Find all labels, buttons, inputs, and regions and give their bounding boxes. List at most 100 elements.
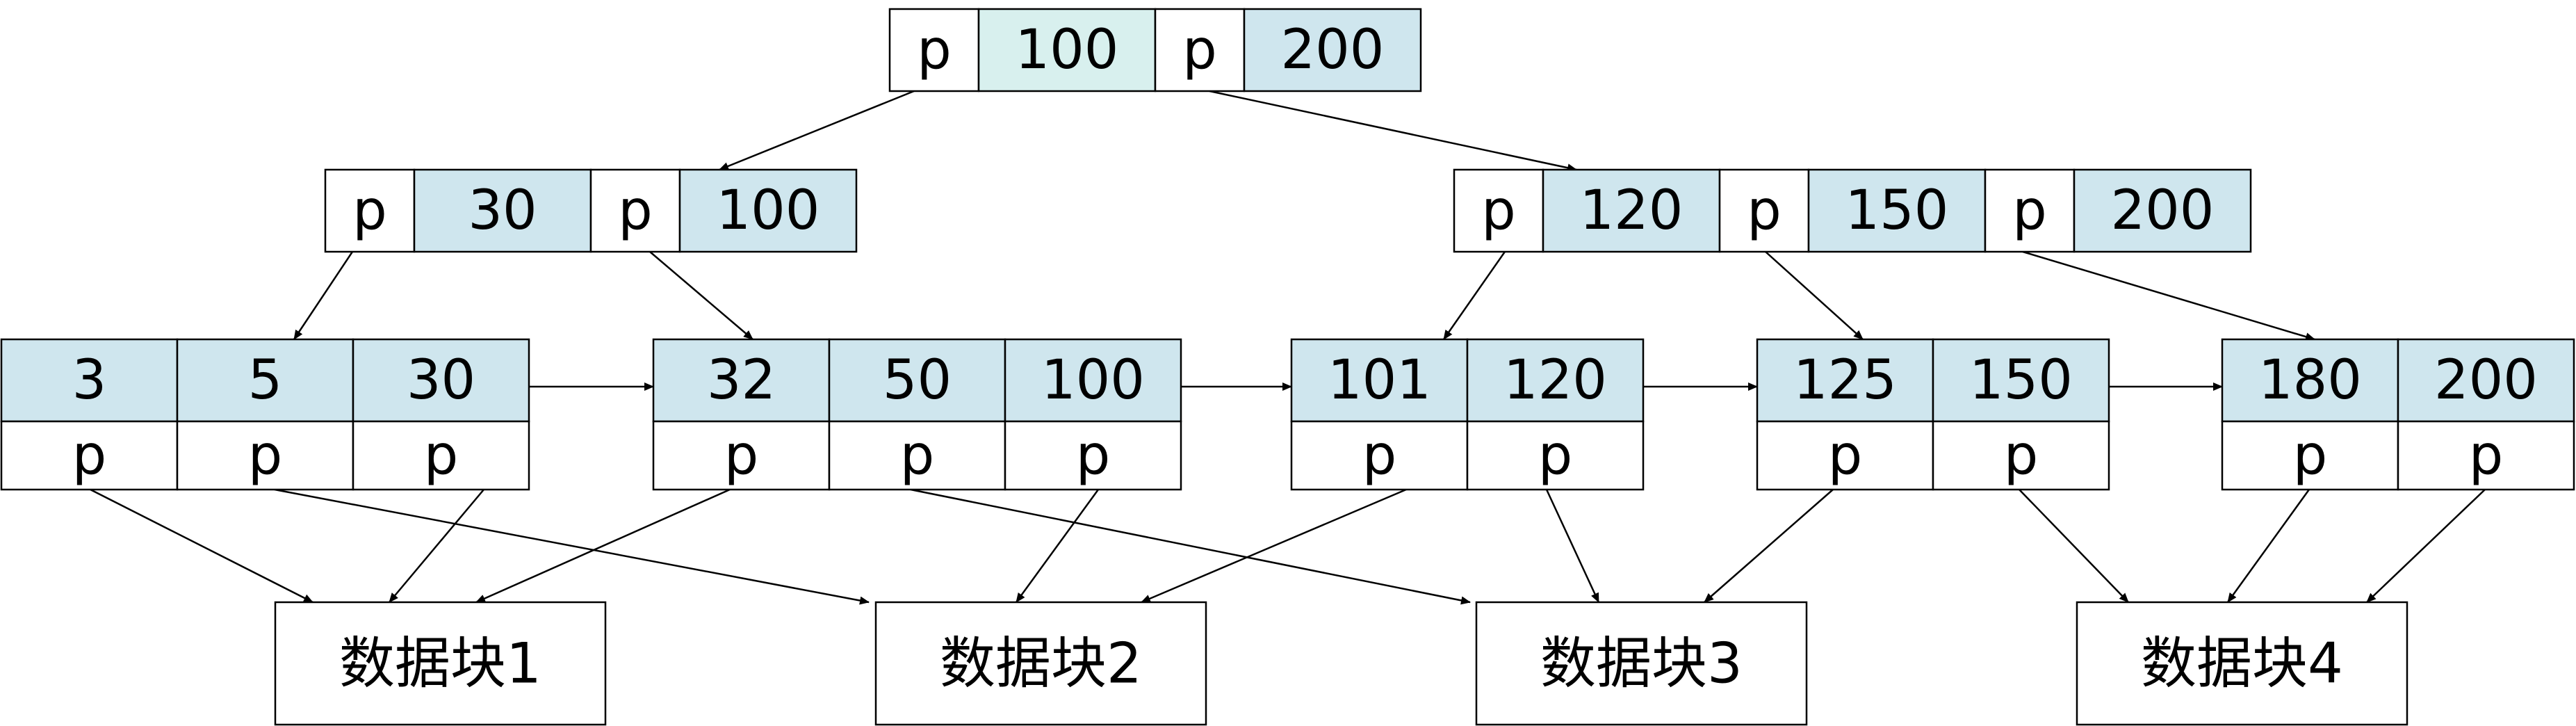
leaf-pointer-label: p [1362, 424, 1397, 487]
data-block-label: 数据块1 [339, 631, 541, 696]
leaf-key-cell [352, 338, 530, 423]
leaf-pointer-cell [1932, 420, 2110, 491]
pointer-arrow [389, 489, 484, 603]
pointer-arrow [1209, 90, 1577, 172]
leaf-pointer-label: p [72, 424, 107, 487]
leaf-pointer-cell [352, 420, 530, 491]
leaf-pointer-label: p [424, 424, 459, 487]
leaf-key-value: 150 [1969, 349, 2073, 412]
pointer-arrow [910, 488, 1471, 605]
leaf-key-value: 3 [72, 349, 107, 412]
pointer-label: p [618, 179, 653, 242]
key-cell [1542, 168, 1721, 253]
pointer-arrow [1015, 489, 1100, 603]
leaf-pointer-cell [1466, 420, 1645, 491]
leaf-key-cell [0, 338, 179, 423]
leaf-key-cell [2397, 338, 2575, 423]
data-block: 数据块4 [2076, 601, 2408, 726]
key-value: 200 [1281, 19, 1385, 81]
pointer-cell [888, 8, 980, 92]
internal-node-left: p 30 p 100 [324, 168, 858, 253]
pointer-cell [1984, 168, 2076, 253]
edges-layer [90, 90, 2486, 605]
key-value: 100 [1016, 19, 1119, 81]
key-value: 120 [1580, 179, 1684, 242]
key-cell [977, 8, 1157, 92]
root-node: p 100 p 200 [888, 8, 1422, 92]
key-cell [2073, 168, 2252, 253]
leaf-pointer-cell [1004, 420, 1182, 491]
leaf-key-cell [1466, 338, 1645, 423]
pointer-cell [324, 168, 416, 253]
leaf-key-value: 5 [248, 349, 283, 412]
pointer-arrow [90, 488, 313, 604]
leaf-key-value: 125 [1793, 349, 1897, 412]
data-block: 数据块1 [274, 601, 607, 726]
leaf-pointer-label: p [1538, 424, 1573, 487]
pointer-arrow [274, 488, 870, 605]
pointer-arrow [649, 251, 753, 340]
leaf-key-value: 50 [883, 349, 952, 412]
key-value: 150 [1845, 179, 1949, 242]
leaf-pointer-cell [2397, 420, 2575, 491]
leaf-key-value: 100 [1041, 349, 1145, 412]
leaf-key-cell [652, 338, 831, 423]
leaf-pointer-label: p [2469, 424, 2504, 487]
key-cell [1243, 8, 1422, 92]
key-cell [413, 168, 592, 253]
data-block-box [2076, 601, 2408, 726]
leaf-key-cell [2221, 338, 2399, 423]
leaf-pointer-cell [652, 420, 831, 491]
pointer-arrow [2366, 489, 2486, 603]
leaf-pointer-label: p [2293, 424, 2328, 487]
leaf-pointer-cell [0, 420, 179, 491]
leaf-pointer-label: p [2004, 424, 2039, 487]
leaf-pointer-label: p [724, 424, 759, 487]
leaf-key-cell [1290, 338, 1469, 423]
key-value: 30 [468, 179, 537, 242]
data-block-box [1475, 601, 1808, 726]
leaf-pointer-label: p [248, 424, 283, 487]
pointer-arrow [1545, 489, 1600, 603]
leaf-key-value: 200 [2434, 349, 2538, 412]
pointer-cell [1718, 168, 1810, 253]
pointer-label: p [352, 179, 387, 242]
key-cell [678, 168, 858, 253]
pointer-arrow [719, 90, 915, 171]
leaf-key-value: 32 [707, 349, 776, 412]
data-block: 数据块2 [874, 601, 1207, 726]
leaf-key-value: 101 [1328, 349, 1431, 412]
key-value: 100 [717, 179, 820, 242]
key-cell [1807, 168, 1987, 253]
leaf-key-value: 30 [407, 349, 475, 412]
pointer-arrow [2226, 489, 2310, 603]
data-block: 数据块3 [1475, 601, 1808, 726]
data-block-label: 数据块2 [940, 631, 1142, 696]
pointer-label: p [1747, 179, 1782, 242]
pointer-label: p [1182, 19, 1217, 81]
leaf-node: 101 120 p p [1290, 338, 1645, 491]
data-block-box [274, 601, 607, 726]
pointer-arrow [2019, 489, 2129, 603]
pointer-arrow [1141, 488, 1407, 604]
pointer-cell [1453, 168, 1544, 253]
data-block-label: 数据块3 [1540, 631, 1743, 696]
leaf-key-value: 120 [1503, 349, 1607, 412]
data-block-label: 数据块4 [2141, 631, 2343, 696]
leaf-key-cell [176, 338, 354, 423]
pointer-label: p [1481, 179, 1516, 242]
pointer-cell [589, 168, 681, 253]
pointer-label: p [917, 19, 952, 81]
pointer-arrow [2022, 250, 2315, 341]
leaf-node: 3 5 30 p p p [0, 338, 530, 491]
leaf-key-cell [828, 338, 1006, 423]
pointer-arrow [1704, 489, 1834, 603]
pointer-arrow [1442, 251, 1506, 340]
leaf-pointer-cell [828, 420, 1006, 491]
leaf-pointer-label: p [1076, 424, 1111, 487]
